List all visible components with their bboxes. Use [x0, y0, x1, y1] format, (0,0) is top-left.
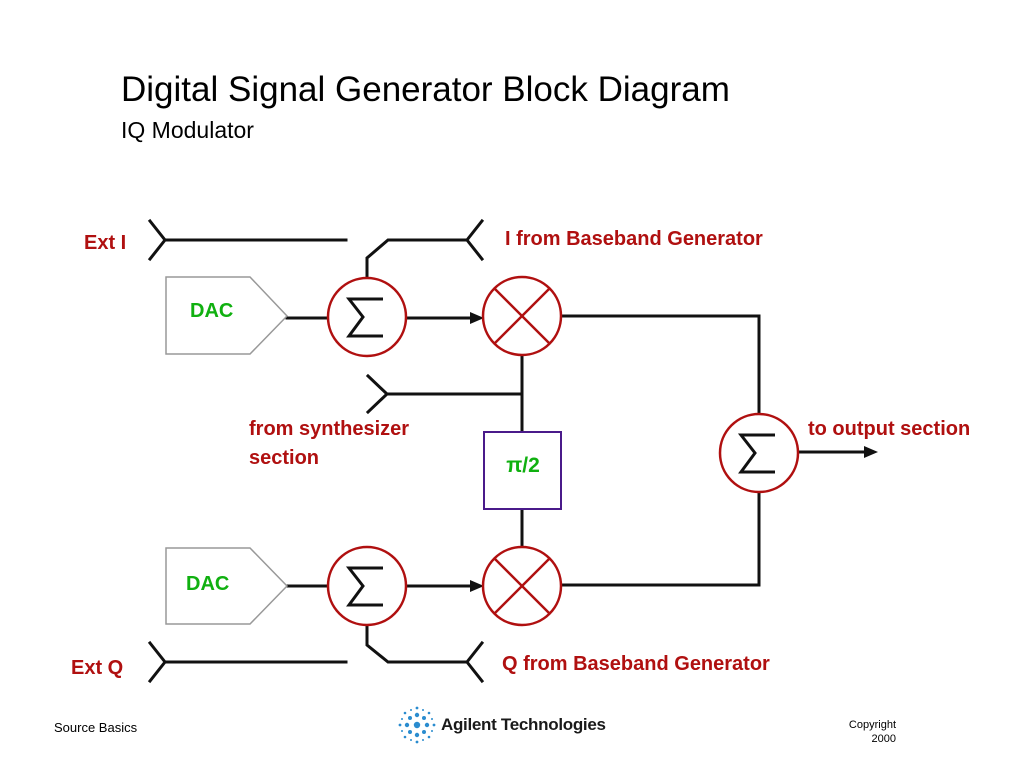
phase-shift-label: π/2 [506, 454, 540, 477]
dac-top-block [165, 276, 289, 355]
copyright: Copyright 2000 [849, 718, 896, 746]
q-baseband-label: Q from Baseband Generator [502, 653, 770, 675]
ext-q-connector [147, 640, 167, 684]
sum-output-junction [718, 412, 800, 494]
ext-q-label: Ext Q [71, 657, 124, 679]
ext-i-label: Ext I [84, 232, 127, 254]
ext-i-connector [147, 218, 167, 262]
phase-shifter-block [483, 431, 562, 510]
to-output-label: to output section [808, 418, 971, 440]
synth-label-line2: section [249, 447, 320, 469]
page-title: Digital Signal Generator Block Diagram [121, 70, 730, 109]
synth-connector [365, 373, 390, 415]
synth-label-line1: from synthesizer [249, 418, 410, 440]
sum-top-junction [326, 276, 408, 358]
agilent-logo: Agilent Technologies [395, 703, 615, 747]
q-baseband-connector [465, 640, 485, 684]
copyright-line1: Copyright [848, 719, 896, 731]
mixer-top-output-line [560, 314, 761, 418]
arrow-to-mixer-top [470, 312, 484, 324]
dac-bottom-block [165, 547, 289, 625]
mixer-bottom [481, 545, 563, 627]
arrow-to-mixer-bottom [470, 580, 484, 592]
dac-bottom-label: DAC [186, 573, 230, 595]
sum-bottom-junction [326, 545, 408, 627]
dac-top-label: DAC [190, 300, 234, 322]
q-baseband-line [365, 623, 469, 664]
arrow-to-output [864, 446, 878, 458]
mixer-bottom-output-line [560, 489, 761, 587]
i-baseband-label: I from Baseband Generator [505, 228, 763, 250]
copyright-line2: 2000 [871, 733, 896, 745]
i-baseband-connector [465, 218, 485, 262]
page-subtitle: IQ Modulator [121, 117, 254, 143]
footer-source-basics: Source Basics [54, 720, 138, 735]
agilent-logo-text: Agilent Technologies [441, 715, 606, 734]
i-baseband-line [365, 238, 469, 285]
agilent-spark-icon [398, 706, 436, 744]
mixer-top [481, 275, 563, 357]
